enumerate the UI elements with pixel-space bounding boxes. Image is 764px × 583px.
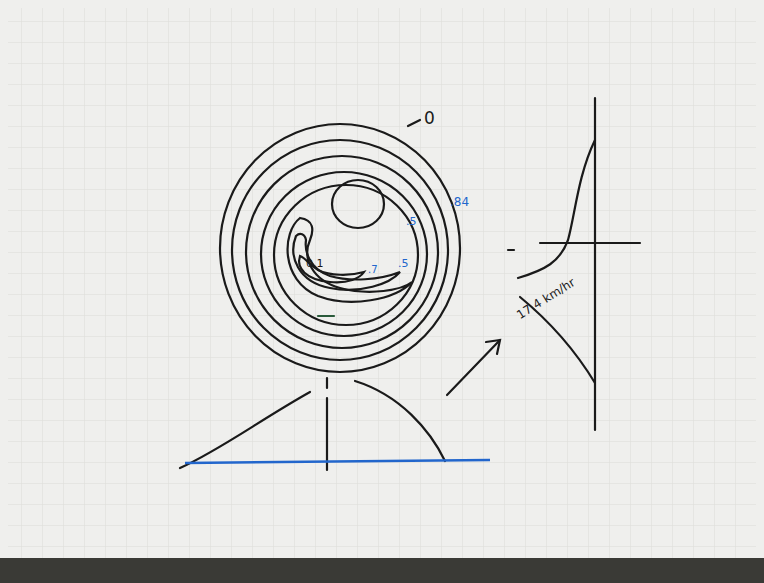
contour-value: .5 <box>406 216 417 227</box>
contour-value: .84 <box>450 196 469 208</box>
contour-value: .7 <box>368 265 378 275</box>
contour-value: 0 <box>424 110 435 127</box>
contour-value: .5 <box>398 258 409 269</box>
contour-value: 0.1 <box>306 258 324 269</box>
